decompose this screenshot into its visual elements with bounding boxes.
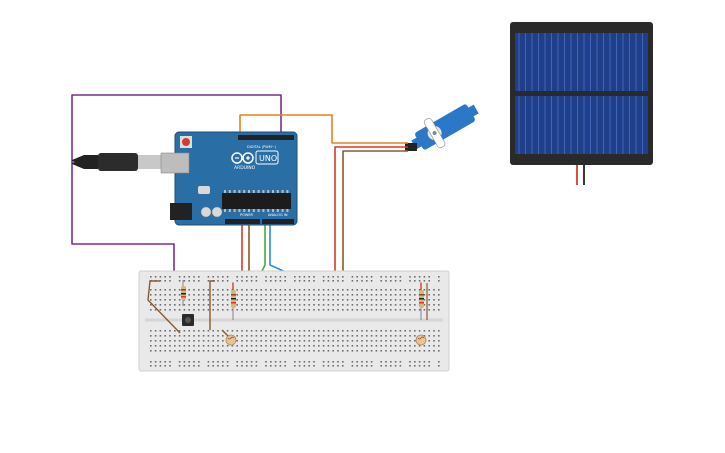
reset-button[interactable]	[182, 138, 190, 146]
power-jack	[170, 203, 192, 220]
arduino-logo-icon	[231, 152, 254, 164]
atmega-chip	[222, 193, 291, 209]
resistor-icon[interactable]	[231, 282, 236, 320]
resistor-icon[interactable]	[181, 280, 186, 306]
solar-panel[interactable]	[510, 22, 653, 185]
power-header-label: POWER	[240, 213, 254, 217]
wire-orange[interactable]	[239, 114, 408, 144]
servo-motor-icon[interactable]	[406, 95, 484, 159]
arduino-model-text: UNO	[259, 154, 277, 163]
solar-cell-row-bottom	[515, 96, 648, 154]
photoresistor-icon[interactable]	[225, 334, 237, 346]
wire-red-servo[interactable]	[334, 146, 408, 281]
resistor-icon[interactable]	[419, 282, 428, 320]
arduino-logo-text: ARDUINO	[234, 165, 256, 171]
arduino-uno-board[interactable]: ARDUINO UNO POWER ANALOG IN DIGITAL (PWM…	[160, 131, 298, 226]
usb-cable-icon[interactable]	[72, 153, 162, 171]
digital-header	[238, 135, 294, 140]
wire-brown-servo[interactable]	[342, 150, 408, 281]
analog-header	[262, 219, 294, 224]
servo-connector	[405, 143, 417, 151]
analog-header-label: ANALOG IN	[268, 213, 288, 217]
solar-cell-row-top	[515, 33, 648, 91]
breadboard[interactable]	[138, 270, 450, 372]
digital-header-label: DIGITAL (PWM~)	[247, 145, 277, 149]
photoresistor-icon[interactable]	[415, 334, 427, 346]
power-header	[225, 219, 260, 224]
pushbutton-icon[interactable]	[182, 314, 194, 326]
usb-port	[160, 152, 190, 174]
